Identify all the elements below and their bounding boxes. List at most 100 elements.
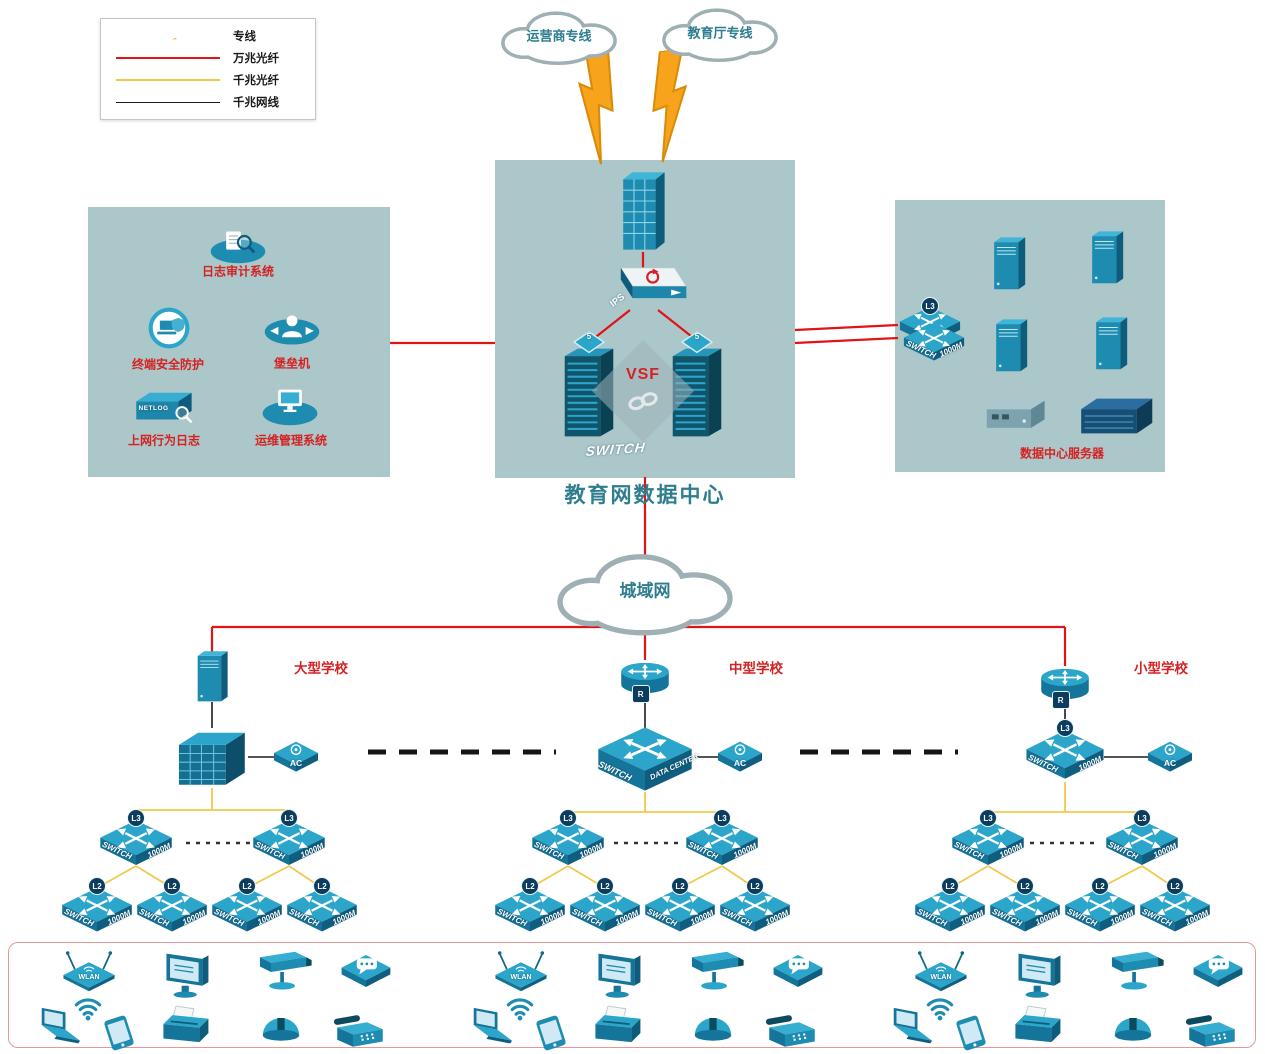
switch-badge: L2 [521, 877, 539, 895]
legend-row-10g: 万兆光纤 [109, 47, 307, 69]
legend-row-dedicated: 专线 [109, 25, 307, 47]
switch-badge: L3 [921, 297, 939, 315]
printer-3 [1010, 1004, 1064, 1046]
legend-label-1g-copper: 千兆网线 [233, 97, 279, 109]
legend-label-10g: 万兆光纤 [233, 53, 279, 65]
1g-fiber-line-icon [109, 79, 227, 81]
ap-icon [62, 950, 116, 992]
dome-camera-2 [690, 1008, 736, 1048]
cloud-isp-label: 运营商专线 [526, 28, 592, 44]
cloud-edu-label: 教育厅专线 [687, 25, 753, 41]
monitor-icon [1017, 952, 1062, 999]
school-m-router: R [618, 656, 672, 703]
switch-badge: L3 [280, 809, 298, 827]
audit-icon [209, 229, 267, 265]
desktop-pc-3 [1010, 950, 1068, 1000]
chat-icon [773, 955, 823, 987]
switch-badge: L2 [313, 877, 331, 895]
switch-badge: L2 [1166, 877, 1184, 895]
im-terminal-3 [1190, 950, 1246, 992]
cloud-man: 城域网 [534, 546, 756, 640]
switch-badge: L2 [238, 877, 256, 895]
camera-3 [1104, 948, 1166, 996]
log-audit-system [206, 226, 270, 266]
1g-fiber-links [96, 782, 1176, 889]
im-terminal-2 [770, 950, 826, 992]
fwtower-icon [622, 171, 666, 251]
school-small-label: 小型学校 [1134, 661, 1188, 676]
im-terminal-1 [338, 950, 394, 992]
phone-icon [955, 1014, 987, 1052]
cctv-icon [1111, 951, 1164, 990]
ap-icon [494, 950, 548, 992]
dc-switch-top: L3 [898, 297, 962, 348]
school-m-ac: AC [716, 738, 764, 776]
cctv-icon [691, 951, 744, 990]
cloud-man-label: 城域网 [619, 581, 671, 601]
dc-servers-label: 数据中心服务器 [1019, 446, 1105, 461]
chat-icon [341, 955, 391, 987]
wlan-ap-1: WLAN [60, 948, 118, 992]
1g-copper-line-icon [109, 101, 227, 103]
laptop-1 [32, 1006, 88, 1048]
ap-l1: WLAN [78, 974, 100, 982]
switch-badge: L2 [941, 877, 959, 895]
bastion-host [260, 310, 324, 350]
printer-icon [1014, 1005, 1062, 1044]
om-system [258, 386, 322, 428]
smartphone-3 [946, 1014, 996, 1052]
bastion-label: 堡垒机 [273, 356, 311, 371]
school-l-server [190, 648, 234, 704]
school-large-label: 大型学校 [294, 661, 348, 676]
dc-storage-1 [980, 396, 1048, 436]
dc-storage-2 [1076, 392, 1154, 440]
vsf-l2: SWITCH [584, 439, 647, 459]
dome-icon [1114, 1018, 1152, 1041]
laptop-icon [41, 1007, 81, 1044]
om-icon [262, 389, 318, 426]
wlan-ap-2: WLAN [492, 948, 550, 992]
desk-phone-2 [762, 1010, 822, 1052]
datacenter-title: 教育网数据中心 [564, 483, 726, 507]
ac-l1: AC [1163, 757, 1177, 768]
school-l-gateway [172, 724, 250, 790]
laptop-icon [473, 1007, 513, 1044]
switch-badge: L3 [1056, 719, 1074, 737]
smartphone-2 [526, 1014, 576, 1052]
fax-icon [765, 1014, 815, 1047]
dome-camera-3 [1110, 1008, 1156, 1048]
laptop-3 [884, 1006, 940, 1048]
ac-l1: AC [289, 757, 303, 768]
switch-badge: L3 [713, 809, 731, 827]
tower-icon [993, 236, 1026, 290]
rack-l1: 5 [694, 332, 700, 341]
dc-server-3 [990, 316, 1032, 374]
switch-badge: L2 [1091, 877, 1109, 895]
wlan-ap-3: WLAN [912, 948, 970, 992]
switch-badge: L3 [1133, 809, 1151, 827]
dome-icon [262, 1018, 300, 1041]
stor1-icon [986, 400, 1045, 428]
legend-row-1g-fiber: 千兆光纤 [109, 69, 307, 91]
tower-icon [197, 650, 229, 702]
ap-icon [914, 950, 968, 992]
endpoint-icon [140, 306, 198, 350]
desk-phone-1 [330, 1010, 390, 1052]
school-medium-label: 中型学校 [729, 661, 783, 676]
endpoint-protect-label: 终端安全防护 [131, 357, 205, 372]
stor2-icon [1080, 397, 1154, 435]
